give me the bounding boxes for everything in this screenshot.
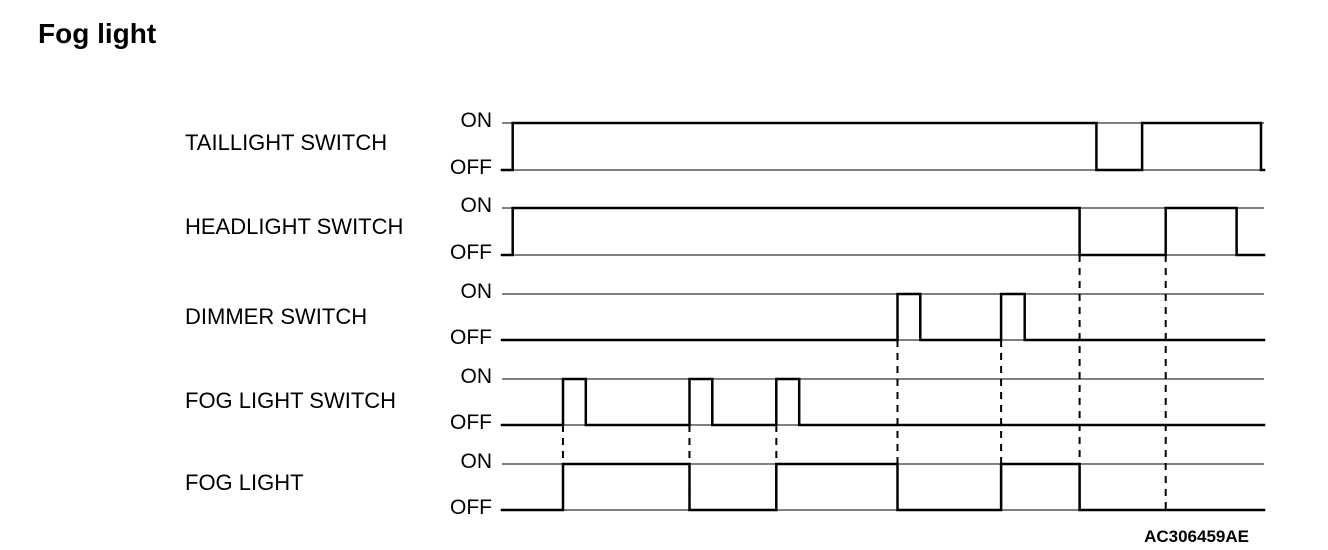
signal-row-headlight-switch: HEADLIGHT SWITCH ON OFF (185, 194, 1266, 264)
signal-label: FOG LIGHT (185, 470, 304, 495)
level-label-on: ON (461, 450, 493, 473)
signal-rows: TAILLIGHT SWITCH ON OFF HEADLIGHT SWITCH ON O… (185, 109, 1266, 519)
waveform-headlight-switch (500, 206, 1266, 257)
level-label-off: OFF (450, 156, 492, 179)
level-label-off: OFF (450, 411, 492, 434)
waveform-fog-light (500, 462, 1266, 512)
dashed-marker-group (561, 255, 1167, 510)
signal-row-fog-light: FOG LIGHT ON OFF (185, 450, 1266, 519)
waveform-taillight-switch (500, 121, 1266, 172)
waveform-dimmer-switch (500, 292, 1266, 342)
signal-row-dimmer-switch: DIMMER SWITCH ON OFF (185, 280, 1266, 349)
signal-label: TAILLIGHT SWITCH (185, 130, 387, 155)
signal-label: FOG LIGHT SWITCH (185, 388, 396, 413)
level-label-off: OFF (450, 326, 492, 349)
waveform-fog-light-switch (500, 377, 1266, 427)
page-title: Fog light (38, 18, 157, 49)
signal-label: DIMMER SWITCH (185, 304, 367, 329)
level-label-off: OFF (450, 496, 492, 519)
signal-label: HEADLIGHT SWITCH (185, 214, 403, 239)
level-label-on: ON (461, 194, 493, 217)
signal-row-taillight-switch: TAILLIGHT SWITCH ON OFF (185, 109, 1266, 179)
figure-code: AC306459AE (1144, 527, 1249, 546)
level-label-on: ON (461, 280, 493, 303)
level-label-off: OFF (450, 241, 492, 264)
level-label-on: ON (461, 109, 493, 132)
level-label-on: ON (461, 365, 493, 388)
signal-row-fog-light-switch: FOG LIGHT SWITCH ON OFF (185, 365, 1266, 434)
